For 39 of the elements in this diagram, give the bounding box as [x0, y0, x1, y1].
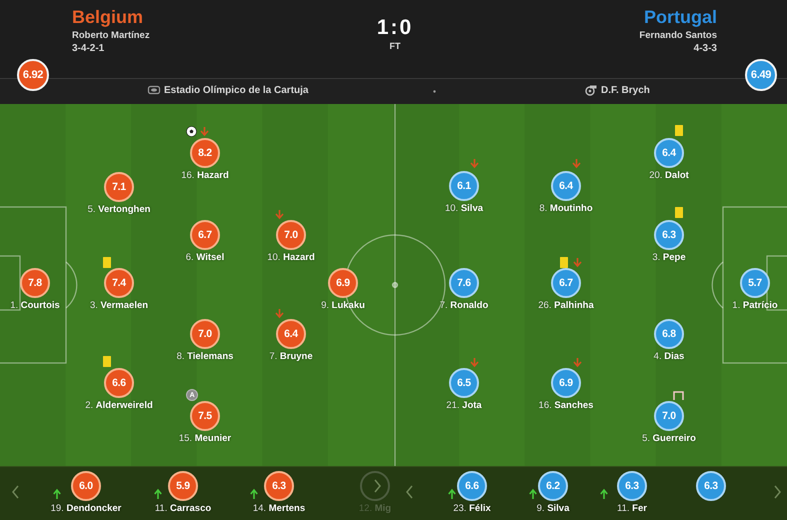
player-name: 7. Bruyne	[269, 351, 313, 362]
team-name: Portugal	[644, 7, 717, 28]
player-name: 10. Hazard	[267, 252, 315, 263]
player-name: 11. Carrasco	[154, 503, 212, 514]
player-name: 21. Jota	[446, 400, 482, 411]
player-name: 2. Alderweireld	[85, 400, 153, 411]
player-name: 1. Patrício	[732, 300, 778, 311]
player-name: 3. Vermaelen	[90, 300, 148, 311]
player-name: 26. Palhinha	[538, 300, 594, 311]
formation: 3-4-2-1	[72, 43, 104, 54]
player-name: 7. Ronaldo	[440, 300, 488, 311]
player-name: 16. Sanches	[538, 400, 594, 411]
player-name: 8. Moutinho	[539, 203, 593, 214]
match-status: FT	[390, 41, 400, 51]
player-name: 11. Fer	[617, 503, 647, 514]
player-name: 5. Vertonghen	[88, 204, 150, 215]
player-name: 14. Mertens	[252, 503, 306, 514]
coach-name: Roberto Martínez	[72, 30, 150, 41]
player-name: 23. Félix	[453, 503, 491, 514]
player-name: 4. Dias	[654, 351, 684, 362]
player-name: 8. Tielemans	[176, 351, 234, 362]
team-name: Belgium	[72, 7, 144, 28]
player-name: 9. Lukaku	[321, 300, 365, 311]
player-name: 9. Silva	[536, 503, 570, 514]
stadium-name: Estadio Olímpico de la Cartuja	[164, 85, 308, 96]
referee-name: D.F. Brych	[601, 85, 650, 96]
player-name: 5. Guerreiro	[642, 433, 696, 444]
player-name: 6. Witsel	[186, 252, 224, 263]
coach-name: Fernando Santos	[639, 30, 717, 41]
player-name: 3. Pepe	[652, 252, 686, 263]
player-name: 20. Dalot	[649, 170, 689, 181]
player-name: 16. Hazard	[181, 170, 229, 181]
score: 1:0	[376, 16, 414, 40]
player-name: 15. Meunier	[178, 433, 232, 444]
empty-player-circle	[360, 471, 390, 501]
formation: 4-3-3	[694, 43, 717, 54]
player-name: 19. Dendoncker	[50, 503, 122, 514]
player-name: 10. Silva	[444, 203, 484, 214]
player-name: 1. Courtois	[10, 300, 60, 311]
